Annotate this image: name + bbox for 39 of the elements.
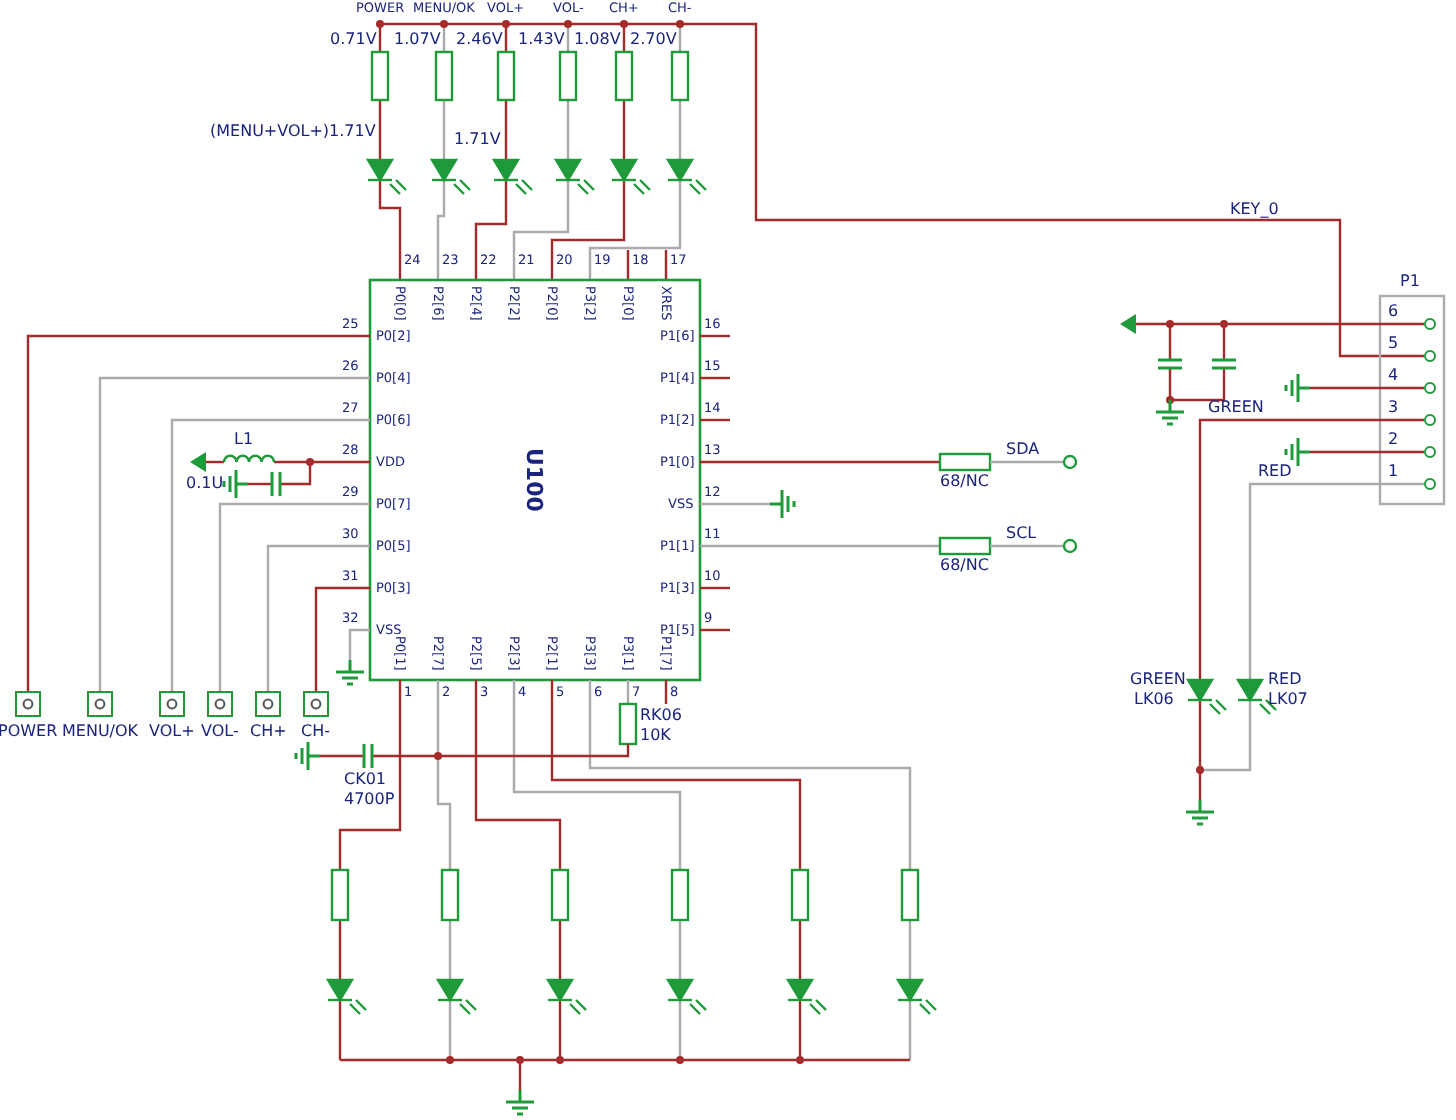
voltage-label: 1.07V <box>394 32 441 48</box>
net-label: RED <box>1258 464 1292 480</box>
test-point-label: CH+ <box>250 724 287 740</box>
voltage-label: 1.43V <box>518 32 565 48</box>
net-label: SDA <box>1006 442 1040 458</box>
test-point-label: MENU/OK <box>62 724 139 740</box>
pin-number: 4 <box>1388 368 1399 384</box>
component-label: RED <box>1268 672 1302 688</box>
component-label: 0.1U <box>186 476 224 492</box>
test-point-label: VOL- <box>201 724 239 740</box>
component-label: 4700P <box>344 792 395 808</box>
component-label: L1 <box>234 432 254 448</box>
net-label: SCL <box>1006 526 1037 542</box>
test-point-label: POWER <box>0 724 58 740</box>
chip-label: U100 <box>523 448 545 512</box>
voltage-label: 0.71V <box>330 32 377 48</box>
voltage-label: 2.46V <box>456 32 503 48</box>
component-label: RK06 <box>640 708 682 724</box>
component-label: 68/NC <box>940 474 989 490</box>
pin-number: 6 <box>1388 304 1399 320</box>
pin-number: 1 <box>1388 464 1399 480</box>
component-label: LK06 <box>1134 692 1174 708</box>
test-point-label: VOL+ <box>149 724 195 740</box>
net-label: KEY_0 <box>1230 202 1279 218</box>
voltage-label: 2.70V <box>630 32 677 48</box>
component-label: P1 <box>1400 274 1420 290</box>
pin-number: 5 <box>1388 336 1399 352</box>
test-point-label: CH- <box>301 724 330 740</box>
component-label: LK07 <box>1268 692 1308 708</box>
component-label: GREEN <box>1130 672 1186 688</box>
voltage-label: (MENU+VOL+)1.71V <box>210 124 376 140</box>
pin-number: 2 <box>1388 432 1399 448</box>
voltage-label: 1.08V <box>574 32 621 48</box>
pin-number: 3 <box>1388 400 1399 416</box>
component-label: CK01 <box>344 772 387 788</box>
component-label: 68/NC <box>940 558 989 574</box>
component-label: 10K <box>640 728 671 744</box>
net-label: GREEN <box>1208 400 1264 416</box>
voltage-label: 1.71V <box>454 132 501 148</box>
